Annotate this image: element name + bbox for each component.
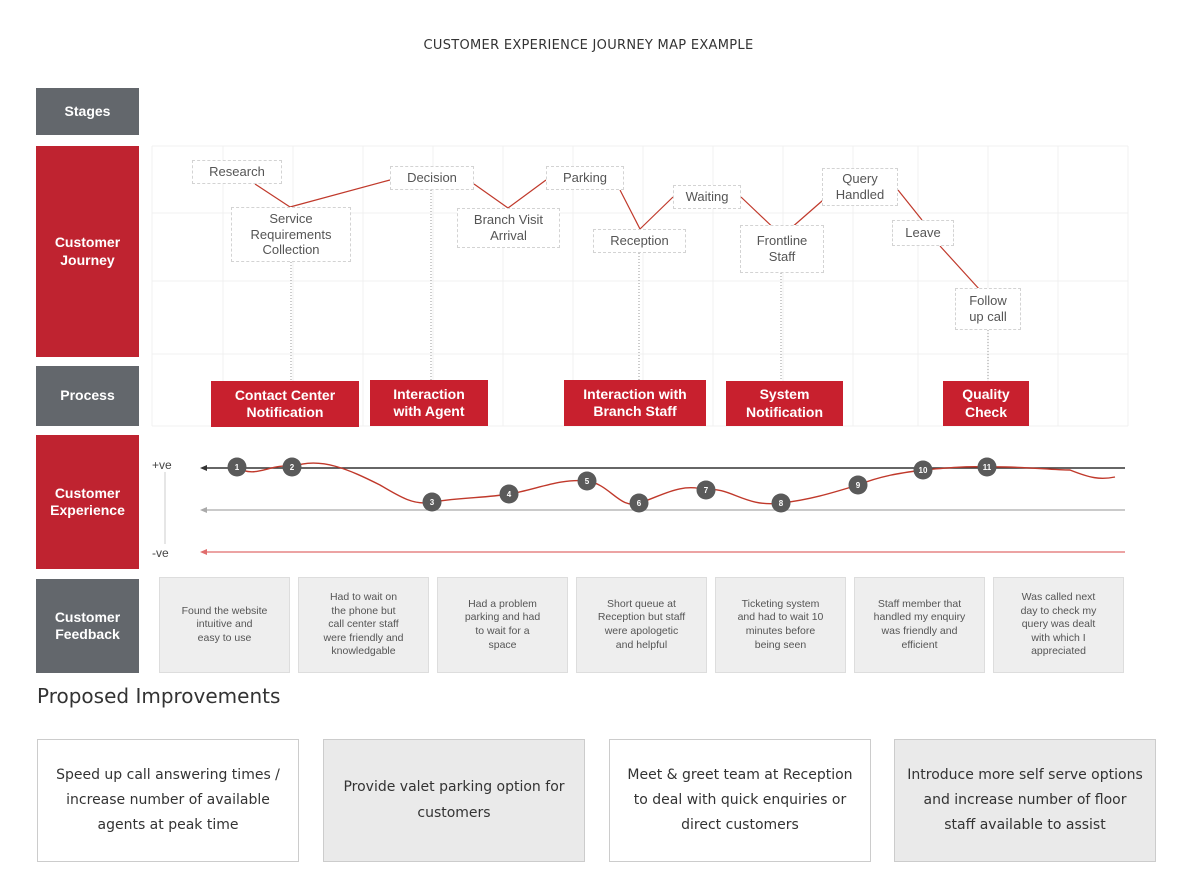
journey-connector bbox=[254, 183, 291, 208]
marker-circle bbox=[848, 475, 868, 495]
marker-circle bbox=[913, 460, 933, 480]
improvement-box: Meet & greet team at Reception to deal w… bbox=[609, 739, 871, 862]
marker-circle bbox=[771, 493, 791, 513]
improvement-box: Provide valet parking option for custome… bbox=[323, 739, 585, 862]
marker-circle bbox=[422, 492, 442, 512]
journey-node-research: Research bbox=[192, 160, 282, 184]
experience-marker: 8 bbox=[771, 493, 791, 513]
journey-connector bbox=[473, 183, 509, 209]
experience-marker: 2 bbox=[282, 457, 302, 477]
experience-chart: 1 2 3 4 5 6 7 8 9 10 11 bbox=[164, 457, 1125, 555]
feedback-box: Short queue at Reception but staff were … bbox=[576, 577, 707, 673]
top-arrow bbox=[200, 465, 207, 471]
journey-connector bbox=[619, 189, 641, 230]
journey-connectors bbox=[254, 179, 989, 381]
marker-circle bbox=[977, 457, 997, 477]
experience-marker: 11 bbox=[977, 457, 997, 477]
marker-label: 6 bbox=[637, 499, 642, 508]
row-label-customer-experience: Customer Experience bbox=[36, 435, 139, 569]
marker-label: 8 bbox=[779, 499, 784, 508]
marker-label: 5 bbox=[585, 477, 590, 486]
marker-circle bbox=[696, 480, 716, 500]
journey-node-leave: Leave bbox=[892, 220, 954, 246]
journey-connector bbox=[639, 196, 674, 230]
journey-connector bbox=[507, 179, 547, 209]
experience-marker: 5 bbox=[577, 471, 597, 491]
marker-circle bbox=[499, 484, 519, 504]
journey-node-parking: Parking bbox=[546, 166, 624, 190]
marker-circle bbox=[227, 457, 247, 477]
marker-label: 9 bbox=[856, 481, 861, 490]
journey-node-query-handled: Query Handled bbox=[822, 168, 898, 206]
journey-node-branch-visit-arrival: Branch Visit Arrival bbox=[457, 208, 560, 248]
marker-label: 4 bbox=[507, 490, 512, 499]
experience-marker: 7 bbox=[696, 480, 716, 500]
page-title: CUSTOMER EXPERIENCE JOURNEY MAP EXAMPLE bbox=[423, 38, 754, 53]
experience-marker: 6 bbox=[629, 493, 649, 513]
feedback-box: Staff member that handled my enquiry was… bbox=[854, 577, 985, 673]
marker-circle bbox=[629, 493, 649, 513]
row-label-customer-journey: Customer Journey bbox=[36, 146, 139, 357]
feedback-box: Was called next day to check my query wa… bbox=[993, 577, 1124, 673]
process-interaction-with-branch-staff: Interaction with Branch Staff bbox=[564, 380, 706, 426]
experience-marker: 4 bbox=[499, 484, 519, 504]
row-label-stages: Stages bbox=[36, 88, 139, 135]
journey-connector bbox=[939, 245, 981, 291]
journey-node-frontline-staff: Frontline Staff bbox=[740, 225, 824, 273]
row-label-process: Process bbox=[36, 366, 139, 426]
grid-lines bbox=[151, 145, 1129, 427]
improvements-title: Proposed Improvements bbox=[37, 684, 281, 708]
marker-label: 2 bbox=[290, 463, 295, 472]
journey-connector bbox=[897, 189, 923, 221]
journey-node-waiting: Waiting bbox=[673, 185, 741, 209]
positive-label: +ve bbox=[152, 458, 172, 472]
marker-circle bbox=[577, 471, 597, 491]
row-label-customer-feedback: Customer Feedback bbox=[36, 579, 139, 673]
bottom-arrow bbox=[200, 549, 207, 555]
improvement-box: Introduce more self serve options and in… bbox=[894, 739, 1156, 862]
feedback-box: Found the website intuitive and easy to … bbox=[159, 577, 290, 673]
journey-node-decision: Decision bbox=[390, 166, 474, 190]
middle-arrow bbox=[200, 507, 207, 513]
marker-label: 11 bbox=[983, 463, 992, 472]
marker-label: 7 bbox=[704, 486, 709, 495]
improvement-box: Speed up call answering times / increase… bbox=[37, 739, 299, 862]
journey-connector bbox=[289, 179, 391, 208]
marker-label: 1 bbox=[235, 463, 240, 472]
marker-label: 10 bbox=[919, 466, 928, 475]
marker-circle bbox=[282, 457, 302, 477]
experience-marker: 3 bbox=[422, 492, 442, 512]
process-interaction-with-agent: Interaction with Agent bbox=[370, 380, 488, 426]
feedback-box: Had to wait on the phone but call center… bbox=[298, 577, 429, 673]
experience-marker: 10 bbox=[913, 460, 933, 480]
feedback-box: Ticketing system and had to wait 10 minu… bbox=[715, 577, 846, 673]
experience-marker: 9 bbox=[848, 475, 868, 495]
process-contact-center-notification: Contact Center Notification bbox=[211, 381, 359, 427]
journey-node-follow-up-call: Follow up call bbox=[955, 288, 1021, 330]
feedback-box: Had a problem parking and had to wait fo… bbox=[437, 577, 568, 673]
journey-node-service-requirements: Service Requirements Collection bbox=[231, 207, 351, 262]
marker-label: 3 bbox=[430, 498, 435, 507]
journey-node-reception: Reception bbox=[593, 229, 686, 253]
process-quality-check: Quality Check bbox=[943, 381, 1029, 426]
experience-marker: 1 bbox=[227, 457, 247, 477]
process-system-notification: System Notification bbox=[726, 381, 843, 426]
negative-label: -ve bbox=[152, 546, 169, 560]
